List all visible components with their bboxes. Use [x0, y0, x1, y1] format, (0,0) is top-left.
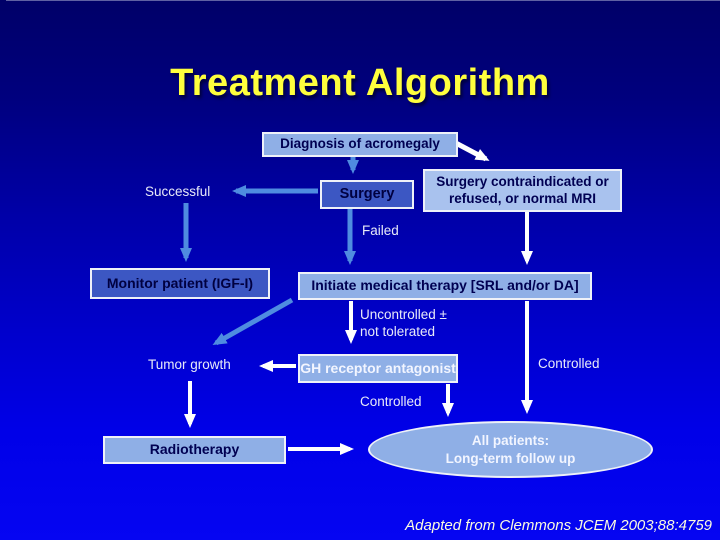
node-followup: All patients: Long-term follow up [368, 421, 653, 478]
node-medical-therapy: Initiate medical therapy [SRL and/or DA] [298, 272, 592, 300]
label-failed: Failed [362, 223, 399, 238]
node-gh-antagonist: GH receptor antagonist [298, 354, 458, 383]
node-radiotherapy: Radiotherapy [103, 436, 286, 464]
node-surgery-contraindicated: Surgery contraindicated or refused, or n… [423, 169, 622, 212]
label-controlled-center: Controlled [360, 394, 422, 409]
label-tumor-growth: Tumor growth [148, 357, 231, 372]
node-monitor-patient: Monitor patient (IGF-I) [90, 268, 270, 299]
top-edge-line [6, 0, 720, 1]
node-surgery: Surgery [320, 180, 414, 209]
label-uncontrolled-line2: not tolerated [360, 324, 436, 339]
label-successful: Successful [145, 184, 211, 199]
node-surgery-label: Surgery [339, 186, 395, 203]
node-surgery-contraindicated-line1: Surgery contraindicated or [436, 173, 609, 189]
node-radiotherapy-label: Radiotherapy [149, 441, 240, 458]
node-gh-antagonist-label: GH receptor antagonist [300, 359, 456, 376]
node-followup-line2: Long-term follow up [445, 450, 576, 466]
node-diagnosis-label: Diagnosis of acromegaly [280, 136, 440, 152]
label-uncontrolled-line1: Uncontrolled ± [360, 307, 447, 322]
arrow-medical-therapy-to-tumor-growth [212, 297, 294, 346]
node-medical-therapy-label: Initiate medical therapy [SRL and/or DA] [311, 277, 579, 294]
node-monitor-patient-label: Monitor patient (IGF-I) [106, 274, 254, 291]
citation: Adapted from Clemmons JCEM 2003;88:4759 [405, 517, 712, 534]
node-followup-line1: All patients: [471, 432, 550, 448]
node-diagnosis: Diagnosis of acromegaly [262, 132, 458, 157]
label-controlled-right: Controlled [538, 356, 600, 371]
node-surgery-contraindicated-line2: refused, or normal MRI [448, 190, 597, 206]
label-uncontrolled: Uncontrolled ± not tolerated [360, 306, 447, 340]
slide-title: Treatment Algorithm [170, 62, 550, 104]
